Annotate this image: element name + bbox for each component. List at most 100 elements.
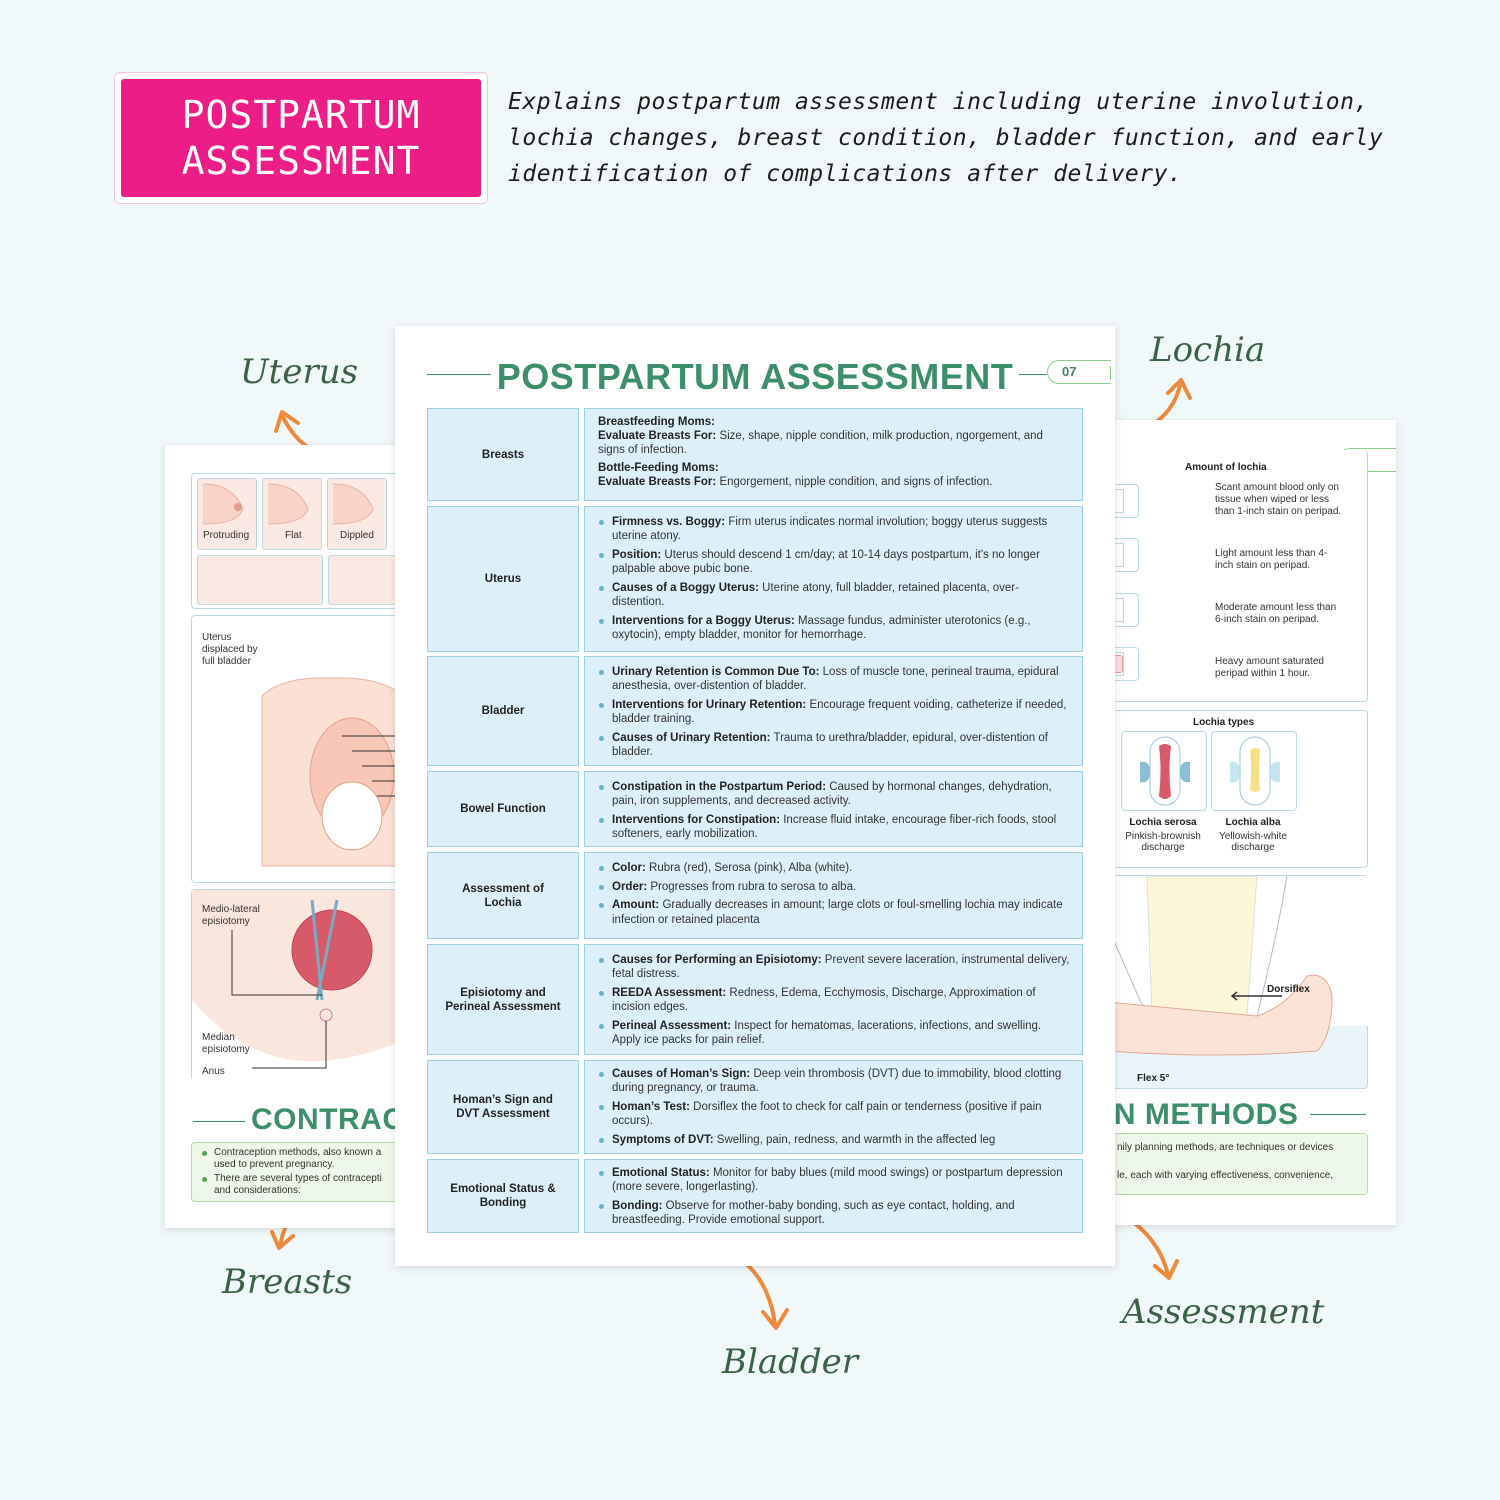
- page-center-postpartum-assessment: POSTPARTUM ASSESSMENT 07 Breasts Breastf…: [395, 326, 1115, 1266]
- item-text: Caused by hormonal changes, dehydration,…: [612, 781, 1052, 808]
- row-header: Uterus: [427, 506, 579, 652]
- bottle-feeding-heading: Bottle-Feeding Moms:: [598, 461, 719, 474]
- item-label: Color:: [612, 862, 646, 874]
- dorsiflex-label: Dorsiflex: [1267, 984, 1310, 995]
- item-text: Loss of muscle tone, perineal trauma, ep…: [612, 666, 1059, 693]
- nipple-dippled-illustration: [327, 478, 387, 550]
- list-item: Homan’s Test: Dorsiflex the foot to chec…: [598, 1100, 1070, 1128]
- item-label: Firmness vs. Boggy:: [612, 516, 726, 528]
- label-lochia: Lochia: [1150, 330, 1266, 370]
- mediolateral-episiotomy-label: Medio-lateral episiotomy: [202, 904, 260, 927]
- item-text: Engorgement, nipple condition, and signs…: [716, 475, 993, 488]
- item-label: Causes of a Boggy Uterus:: [612, 581, 759, 594]
- breast-icon: [267, 483, 309, 525]
- row-body: Causes for Performing an Episiotomy: Pre…: [584, 944, 1083, 1055]
- arrow-breasts-head: [270, 1230, 295, 1250]
- lochia-type-name: Lochia alba: [1225, 817, 1281, 828]
- title-badge: POSTPARTUM ASSESSMENT: [114, 72, 488, 204]
- lochia-amount-title: Amount of lochia: [1185, 462, 1267, 473]
- list-item: Causes of Homan’s Sign: Deep vein thromb…: [598, 1067, 1070, 1095]
- nipple-protruding-illustration: [197, 478, 257, 550]
- list-item: Causes for Performing an Episiotomy: Pre…: [598, 953, 1070, 981]
- item-text: Uterus should descend 1 cm/day; at 10-14…: [612, 548, 1040, 576]
- episiotomy-diagram: [192, 890, 455, 1082]
- nipple-flat-illustration: [262, 478, 322, 550]
- list-item: Color: Rubra (red), Serosa (pink), Alba …: [598, 861, 1070, 875]
- list-item: Causes of Urinary Retention: Trauma to u…: [598, 731, 1070, 759]
- item-label: Urinary Retention is Common Due To:: [612, 666, 820, 678]
- arrow-lochia-head: [1166, 378, 1192, 400]
- label-bladder: Bladder: [722, 1342, 859, 1382]
- item-text: Rubra (red), Serosa (pink), Alba (white)…: [645, 862, 853, 874]
- row-header: Assessment of Lochia: [427, 852, 579, 939]
- row-breasts: Breasts Breastfeeding Moms: Evaluate Bre…: [427, 408, 1083, 501]
- item-label: Interventions for Urinary Retention:: [612, 698, 807, 711]
- item-label: Bonding:: [612, 1199, 663, 1212]
- row-header: Bladder: [427, 656, 579, 766]
- lochia-moderate-desc: Moderate amount less than 6-inch stain o…: [1215, 602, 1337, 625]
- item-text: Increase fluid intake, encourage fiber-r…: [612, 813, 1057, 841]
- section-rule: [1310, 1114, 1366, 1115]
- item-label: Symptoms of DVT:: [612, 1133, 714, 1146]
- item-text: Observe for mother-baby bonding, such as…: [612, 1199, 1015, 1227]
- median-episiotomy-label: Median episiotomy: [202, 1032, 250, 1055]
- list-item: Interventions for Constipation: Increase…: [598, 813, 1070, 841]
- item-text: Uterine atony, full bladder, retained pl…: [612, 581, 1019, 609]
- item-label: Order:: [612, 880, 648, 893]
- pad-icon: [1230, 736, 1280, 806]
- row-body: Color: Rubra (red), Serosa (pink), Alba …: [584, 852, 1083, 939]
- list-item: Emotional Status: Monitor for baby blues…: [598, 1166, 1070, 1194]
- item-text: Progresses from rubra to serosa to alba.: [647, 880, 857, 893]
- item-text: Redness, Edema, Ecchymosis, Discharge, A…: [612, 986, 1036, 1014]
- breast-icon: [332, 483, 374, 525]
- item-text: Prevent severe laceration, instrumental …: [612, 954, 1070, 981]
- item-text: Dorsiflex the foot to check for calf pai…: [612, 1100, 1042, 1128]
- item-label: Evaluate Breasts For:: [598, 475, 717, 488]
- list-item: Amount: Gradually decreases in amount; l…: [598, 898, 1070, 926]
- methods-intro-box: nily planning methods, are techniques or…: [1110, 1133, 1368, 1195]
- item-label: Causes of Urinary Retention:: [612, 731, 771, 744]
- lochia-serosa-card: [1121, 731, 1207, 811]
- arrow-uterus-head: [274, 410, 300, 433]
- item-label: Homan’s Test:: [612, 1100, 690, 1113]
- row-header: Emotional Status & Bonding: [427, 1159, 579, 1233]
- label-assessment: Assessment: [1122, 1292, 1325, 1332]
- bullet-dot: [202, 1151, 207, 1156]
- list-item: Perineal Assessment: Inspect for hematom…: [598, 1019, 1070, 1047]
- nipple-type-label: Dippled: [340, 530, 374, 541]
- arrow-bladder-head: [761, 1308, 789, 1330]
- row-homans-sign-dvt: Homan’s Sign and DVT Assessment Causes o…: [427, 1060, 1083, 1154]
- uterus-diagram: [261, 677, 442, 867]
- list-item: Bonding: Observe for mother-baby bonding…: [598, 1199, 1070, 1227]
- item-label: Constipation in the Postpartum Period:: [612, 781, 827, 793]
- row-header: Episiotomy and Perineal Assessment: [427, 944, 579, 1055]
- breastfeeding-illustration: [197, 555, 323, 605]
- bullet-dot: [202, 1177, 207, 1182]
- item-text: Monitor for baby blues (mild mood swings…: [612, 1167, 1063, 1194]
- contraception-section-title: CONTRAC: [251, 1103, 405, 1136]
- row-body: Constipation in the Postpartum Period: C…: [584, 771, 1083, 847]
- list-item: Causes of a Boggy Uterus: Uterine atony,…: [598, 581, 1070, 609]
- breastfeeding-heading: Breastfeeding Moms:: [598, 416, 715, 428]
- item-label: Amount:: [612, 899, 660, 912]
- item-text: Gradually decreases in amount; large clo…: [612, 899, 1063, 926]
- bottle-feeding-evaluate: Evaluate Breasts For: Engorgement, nippl…: [598, 475, 1070, 489]
- list-item: Order: Progresses from rubra to serosa t…: [598, 880, 1070, 894]
- item-text: Firm uterus indicates normal involution;…: [612, 516, 1048, 543]
- row-body: Causes of Homan’s Sign: Deep vein thromb…: [584, 1060, 1083, 1154]
- item-label: Interventions for Constipation:: [612, 813, 781, 826]
- lochia-scant-desc: Scant amount blood only on tissue when w…: [1215, 482, 1342, 517]
- list-item: Symptoms of DVT: Swelling, pain, redness…: [598, 1133, 1070, 1147]
- methods-line: le, each with varying effectiveness, con…: [1117, 1170, 1334, 1181]
- flex-angle-label: Flex 5°: [1137, 1073, 1170, 1084]
- methods-line: nily planning methods, are techniques or…: [1117, 1142, 1334, 1153]
- item-label: Evaluate Breasts For:: [598, 430, 717, 443]
- arrow-assessment-head: [1153, 1259, 1179, 1280]
- item-text: Massage fundus, administer uterotonics (…: [612, 614, 1031, 641]
- item-text: Trauma to urethra/bladder, epidural, ove…: [612, 731, 1048, 759]
- item-label: Causes for Performing an Episiotomy:: [612, 954, 822, 966]
- breast-icon: [202, 483, 244, 525]
- label-uterus: Uterus: [240, 352, 359, 392]
- contraception-line: There are several types of contracepti: [214, 1173, 382, 1184]
- list-item: Interventions for Urinary Retention: Enc…: [598, 698, 1070, 726]
